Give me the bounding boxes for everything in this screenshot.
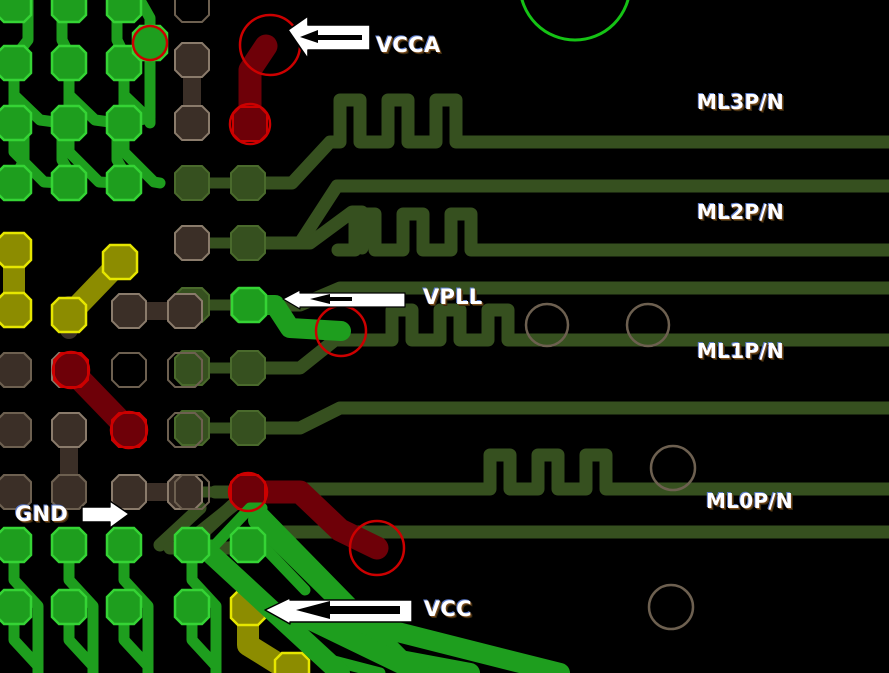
drill-circle	[524, 302, 570, 348]
highlight-ring	[109, 410, 149, 450]
trace-ml0-serp	[188, 448, 889, 547]
trace-ml1-n	[242, 401, 889, 435]
mounting-hole-icon	[520, 0, 630, 42]
highlight-ring	[51, 350, 91, 390]
highlight-ring	[227, 471, 269, 513]
vpll-pad	[230, 286, 268, 324]
gnd-arrow-icon	[81, 500, 130, 529]
drill-circle	[647, 583, 695, 631]
vcca-arrow-icon	[287, 15, 371, 60]
vcc-arrow-icon	[264, 597, 413, 625]
highlight-ring-group	[51, 13, 406, 577]
trace-ml2-p2	[331, 207, 889, 257]
highlight-ring	[131, 24, 169, 62]
tgb-4	[320, 605, 570, 673]
inner-layer-traces	[153, 93, 889, 555]
vpll-arrow-icon	[282, 289, 406, 310]
mounting-hole-group	[520, 0, 630, 42]
drill-circle-group	[524, 302, 697, 631]
highlight-ring	[348, 519, 406, 577]
drill-circle	[649, 444, 697, 492]
highlight-ring	[228, 102, 272, 146]
trace-ml0-n	[153, 501, 207, 552]
drill-circle	[625, 302, 671, 348]
red-diag-2	[236, 480, 389, 560]
tgb-3	[290, 605, 430, 673]
trace-ml1-p	[242, 303, 889, 375]
trace-ml3-p	[242, 93, 889, 190]
